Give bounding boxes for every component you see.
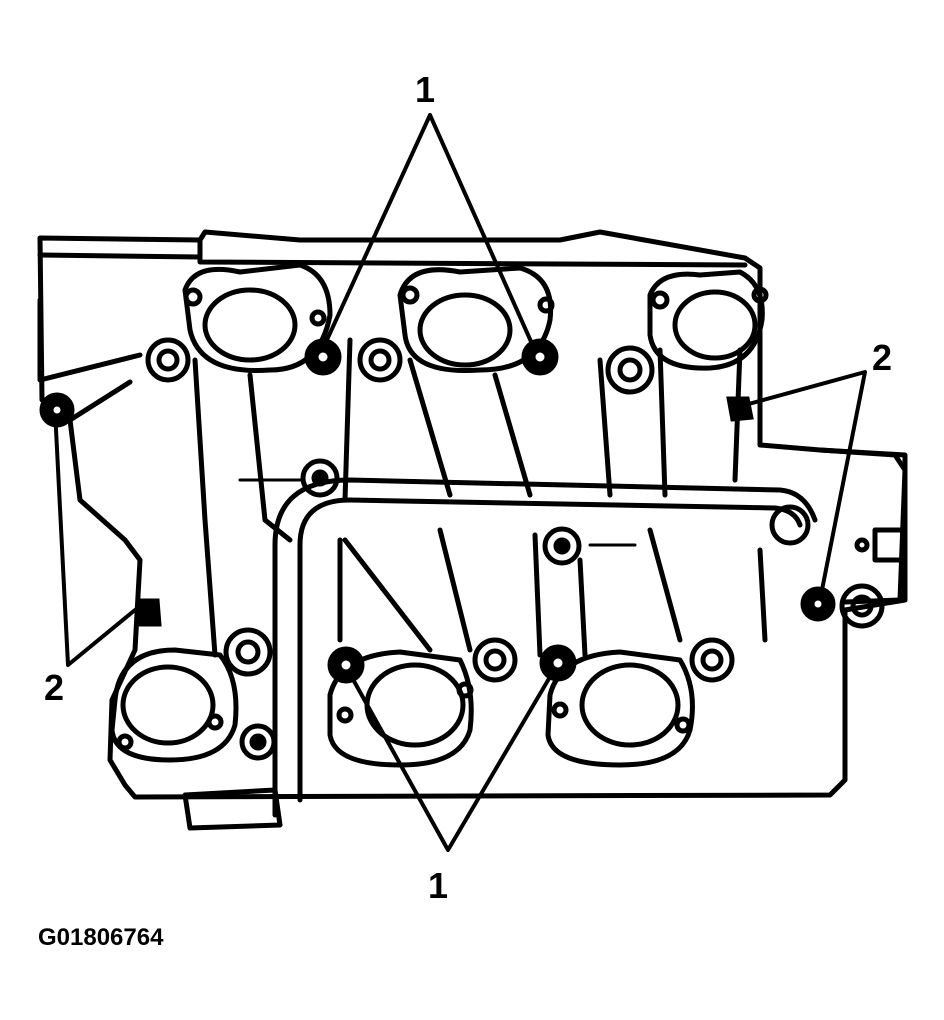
upper-runners — [192, 337, 743, 658]
stud-center-lower — [542, 526, 582, 566]
lower-port-flange-3 — [545, 649, 695, 768]
coolant-tube — [297, 497, 803, 803]
callout-1-top: 1 — [415, 69, 436, 110]
callout-2-right: 2 — [872, 337, 893, 378]
fastener-left-2 — [39, 392, 75, 428]
leader-top-1 — [318, 113, 539, 357]
fastener-top-1b — [521, 338, 559, 376]
manifold-outline — [37, 229, 908, 800]
stud-center-upper — [300, 458, 340, 498]
callout-2-left: 2 — [44, 667, 65, 708]
leader-right-2 — [743, 370, 867, 602]
top-rail — [37, 237, 748, 268]
stud-lower-left — [239, 723, 277, 761]
coolant-tube-end — [182, 787, 283, 831]
fastener-right-2 — [800, 586, 836, 622]
figure-id: G01806764 — [38, 924, 164, 951]
bolt-bosses — [145, 337, 885, 683]
throttle-body — [817, 447, 908, 605]
bracket-left-2 — [136, 598, 162, 627]
lower-port-flange-1 — [109, 647, 239, 763]
fastener-bottom-1b — [539, 644, 577, 682]
upper-port-flange-3 — [647, 269, 769, 371]
fastener-top-1a — [304, 338, 342, 376]
callout-1-bottom: 1 — [428, 865, 449, 906]
fastener-bottom-1a — [327, 646, 365, 684]
upper-left-body — [37, 297, 143, 423]
lower-runners — [337, 527, 768, 658]
bracket-right-2 — [726, 396, 754, 422]
leader-bottom-1 — [343, 663, 559, 852]
leader-left-2 — [53, 408, 137, 667]
coolant-tube-inner — [272, 477, 818, 818]
upper-port-flange-2 — [397, 265, 555, 374]
upper-port-flange-1 — [182, 262, 333, 373]
coolant-tube-fitting — [769, 504, 811, 546]
